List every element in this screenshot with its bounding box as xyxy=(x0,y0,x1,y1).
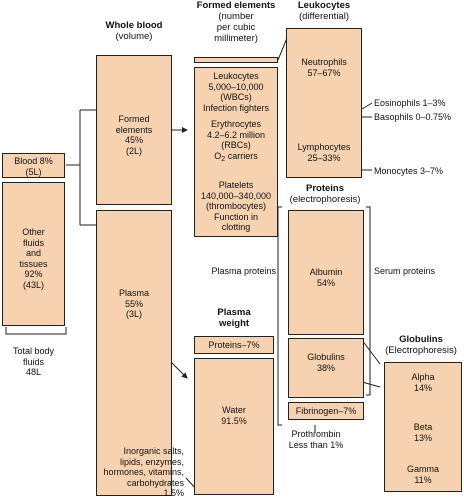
water-box xyxy=(194,358,274,495)
plasma-arrow xyxy=(170,361,188,379)
plasma-proteins-bracket xyxy=(277,206,282,426)
fibrinogen-box xyxy=(288,402,364,420)
proteins-header: Proteins (electrophoresis) xyxy=(289,183,361,205)
serum-proteins-label: Serum proteins xyxy=(374,266,436,276)
inorganic-salts-label: Inorganic salts,lipids, enzymes, hormone… xyxy=(103,446,184,498)
plasma-proteins-label: Plasma proteins xyxy=(211,266,276,276)
plasma-proteins-box xyxy=(194,336,274,354)
globulins-header: Globulins (Electrophoresis) xyxy=(385,334,457,356)
leukocytes-box xyxy=(286,28,362,178)
formed-elements-detail-box xyxy=(194,67,278,237)
plasma-proteins-weight-label: Proteins–7% xyxy=(208,340,260,350)
eosinophils-label: Eosinophils 1–3% xyxy=(374,98,446,108)
formed-elements-box xyxy=(96,55,172,205)
formed-elements-header: Formed elements (number per cubic millim… xyxy=(196,0,276,44)
serum-proteins-bracket xyxy=(366,206,371,396)
other-fluids-box xyxy=(2,182,65,326)
leukocyte-count-bar xyxy=(194,57,278,63)
globulin-link xyxy=(361,339,381,388)
basophils-label: Basophils 0–0.75% xyxy=(374,112,452,122)
plasma-weight-header: Plasma weight xyxy=(217,307,251,329)
monocytes-label: Monocytes 3–7% xyxy=(374,166,444,176)
total-fluids-bracket xyxy=(5,327,67,335)
whole-blood-header: Whole blood (volume) xyxy=(105,20,163,42)
blood-box xyxy=(2,153,65,178)
leukocytes-header: Leukocytes (differential) xyxy=(297,0,351,22)
blood-label: Blood 8%(5L) xyxy=(14,156,53,177)
globulin-types-box xyxy=(384,362,462,492)
globulins-box xyxy=(288,338,364,398)
plasma-box xyxy=(96,210,172,496)
fibrinogen-label: Fibrinogen–7% xyxy=(295,406,357,416)
leuko-link xyxy=(277,37,288,61)
albumin-box xyxy=(288,210,364,335)
blood-bracket xyxy=(66,109,96,226)
